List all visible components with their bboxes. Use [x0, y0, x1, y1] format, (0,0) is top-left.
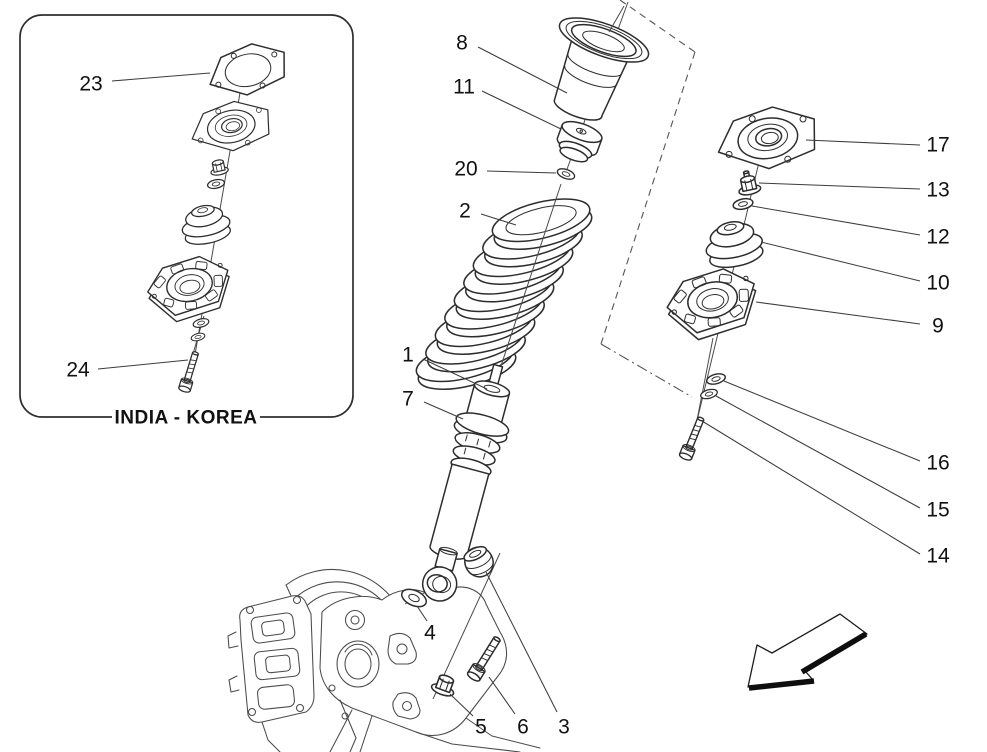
- arrow-outline: [747, 613, 868, 688]
- shock-absorber-1: [421, 363, 511, 602]
- center-column: [400, 5, 650, 700]
- leader-line-10: [760, 241, 921, 282]
- leader-line-3: [485, 571, 558, 713]
- rubber-buffer-inset: [177, 200, 235, 249]
- callout-label-2: 2: [459, 200, 471, 223]
- upper-mount-inset: [185, 94, 276, 160]
- callout-label-23: 23: [79, 73, 102, 96]
- leader-line-11: [481, 90, 562, 130]
- washer-inset-2: [191, 316, 211, 330]
- leader-line-9: [755, 301, 921, 325]
- leader-line-7: [423, 401, 464, 420]
- washer-20: [555, 166, 577, 182]
- arrow-shadow-edge-tail: [800, 631, 868, 675]
- washer-12: [731, 196, 755, 212]
- callout-label-7: 7: [402, 388, 414, 411]
- lower-bracket-9: [660, 262, 764, 346]
- washer-4: [400, 588, 428, 608]
- callout-label-10: 10: [926, 272, 949, 295]
- callout-label-4: 4: [424, 622, 436, 645]
- nut-13: [735, 173, 763, 198]
- lower-bracket-inset: [142, 250, 237, 327]
- dashed-guide-side: [600, 51, 696, 345]
- upper-mount-17: [711, 99, 823, 178]
- dashdot-guide-bottom: [600, 343, 693, 398]
- callout-label-14: 14: [926, 545, 950, 568]
- callout-label-17: 17: [926, 134, 949, 157]
- callout-label-20: 20: [454, 158, 477, 181]
- right-column: [660, 99, 823, 463]
- leader-line-2: [480, 213, 517, 226]
- callout-label-9: 9: [932, 315, 944, 338]
- inset-variant-box: INDIA - KOREA: [19, 14, 354, 430]
- dashed-guide-top: [619, 0, 696, 53]
- dashed-guides: [600, 0, 696, 398]
- callout-label-5: 5: [475, 716, 487, 739]
- washer-inset-3: [189, 331, 207, 343]
- leader-line-20: [486, 170, 557, 174]
- callout-label-12: 12: [926, 226, 949, 249]
- rubber-buffer-10: [700, 215, 768, 273]
- leader-line-23: [111, 72, 211, 82]
- callout-label-16: 16: [926, 452, 949, 475]
- axis-through-cover: [608, 5, 625, 33]
- coil-spring-2: [415, 198, 593, 390]
- callout-label-24: 24: [66, 359, 90, 382]
- callout-label-8: 8: [456, 32, 468, 55]
- bolt-24: [177, 349, 203, 394]
- leader-line-8: [477, 46, 568, 94]
- leader-line-1: [422, 358, 488, 390]
- callout-label-11: 11: [453, 76, 475, 99]
- callout-label-1: 1: [402, 344, 414, 367]
- leader-line-4: [416, 605, 428, 622]
- callout-label-15: 15: [926, 499, 949, 522]
- direction-arrow: [747, 613, 868, 691]
- leader-line-5: [449, 693, 474, 717]
- callout-label-3: 3: [558, 716, 570, 739]
- leader-line-24: [97, 359, 189, 370]
- arrow-shadow-edge-head: [748, 678, 815, 691]
- dust-cover-8: [553, 17, 650, 121]
- caption-backdrop: [112, 403, 260, 430]
- leader-line-14: [701, 420, 921, 555]
- gasket-plate-23: [209, 43, 285, 96]
- leader-line-13: [758, 182, 921, 190]
- hub-carrier-assembly: [227, 568, 541, 752]
- bushing-3: [463, 545, 494, 578]
- callout-label-6: 6: [517, 716, 529, 739]
- leader-line-17: [805, 139, 921, 146]
- leader-line-16: [723, 380, 921, 462]
- axis-through-spring: [496, 183, 562, 379]
- leader-line-12: [751, 205, 921, 236]
- inset-caption: INDIA - KOREA: [114, 408, 257, 429]
- leader-line-15: [715, 395, 921, 509]
- leader-line-6: [488, 676, 516, 715]
- callout-label-13: 13: [926, 179, 949, 202]
- bump-stop-11: [556, 120, 603, 163]
- washer-inset: [206, 177, 226, 191]
